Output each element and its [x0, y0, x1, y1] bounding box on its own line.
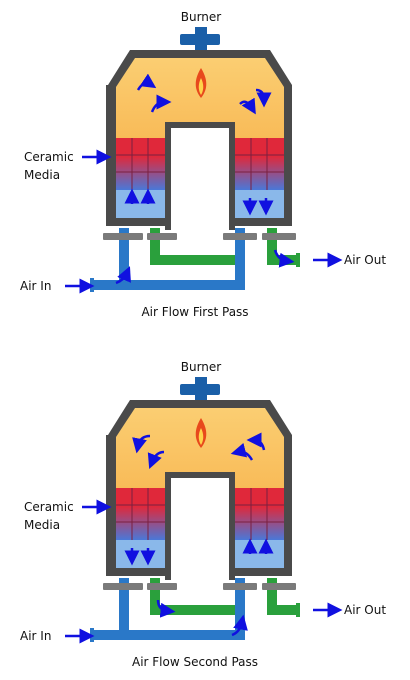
air-in-pipe	[92, 228, 245, 290]
air-out-pipe	[150, 578, 298, 615]
valves	[103, 583, 296, 590]
diagram-first-pass: Burner	[20, 10, 386, 319]
diagram-second-pass: Burner	[20, 360, 386, 669]
air-in-label: Air In	[20, 629, 51, 643]
diagram-caption: Air Flow First Pass	[141, 305, 248, 319]
burner	[180, 377, 220, 401]
flame	[195, 418, 207, 448]
burner	[180, 27, 220, 51]
plenum-right	[235, 540, 284, 568]
ceramic-media-label: Media	[24, 168, 60, 182]
valves	[103, 233, 296, 240]
plenum-left	[116, 540, 165, 568]
plenum-right	[235, 190, 284, 218]
flame	[195, 68, 207, 98]
air-in-label: Air In	[20, 279, 51, 293]
diagram-caption: Air Flow Second Pass	[132, 655, 258, 669]
ceramic-media-label: Media	[24, 518, 60, 532]
plenum-left	[116, 190, 165, 218]
ceramic-media-right	[235, 488, 284, 540]
ceramic-media-left	[116, 138, 165, 190]
ceramic-media-right	[235, 138, 284, 190]
burner-label: Burner	[181, 10, 222, 24]
air-in-pipe	[92, 578, 245, 640]
air-out-label: Air Out	[344, 253, 386, 267]
ceramic-media-label: Ceramic	[24, 150, 74, 164]
label-arrows	[65, 149, 343, 294]
label-arrows	[65, 499, 343, 644]
flow-arrows	[124, 432, 274, 637]
burner-label: Burner	[181, 360, 222, 374]
air-out-label: Air Out	[344, 603, 386, 617]
flow-arrows	[115, 73, 295, 285]
ceramic-media-left	[116, 488, 165, 540]
ceramic-media-label: Ceramic	[24, 500, 74, 514]
